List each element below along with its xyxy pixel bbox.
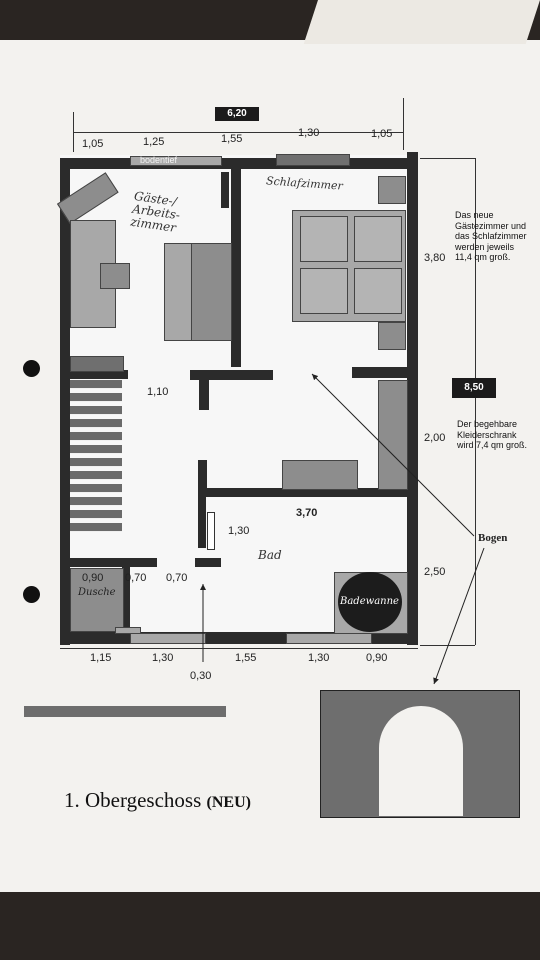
- second-paper-corner: [303, 0, 540, 44]
- arch-detail-wall: [320, 690, 520, 818]
- dim-bad-depth: 1,30: [228, 525, 250, 537]
- wall-top: [60, 158, 418, 169]
- window-bodentief: [130, 156, 222, 166]
- dim-hall: 1,10: [147, 386, 169, 398]
- wall-bad-left: [198, 488, 206, 548]
- wall-hall-post: [199, 370, 209, 410]
- bottom-dim-1: 1,15: [90, 652, 112, 664]
- stair-step: [70, 523, 122, 532]
- stair-step: [70, 445, 122, 454]
- nightstand-top: [378, 176, 406, 204]
- top-dim-line: [73, 132, 403, 133]
- title-main: 1. Obergeschoss: [64, 788, 202, 812]
- bad-door: [207, 512, 215, 550]
- stair-step: [70, 497, 122, 506]
- bottom-dim-door: 0,30: [190, 670, 212, 682]
- top-dim-2: 1,25: [143, 136, 165, 148]
- bodentief-label: bodentief: [140, 155, 178, 165]
- right-dim-tick-top: [420, 158, 475, 159]
- dim-door-gap: 0,70: [166, 572, 188, 584]
- room-label-bad: Bad: [258, 548, 282, 562]
- dim-dusche: 0,90: [82, 572, 104, 584]
- wall-hall-mid: [190, 370, 273, 380]
- wall-left: [60, 158, 70, 645]
- grey-bar: [24, 706, 226, 717]
- stair-step: [70, 458, 122, 467]
- bottom-dim-4: 1,30: [308, 652, 330, 664]
- top-dim-3: 1,55: [221, 133, 243, 145]
- wall-schrank-top: [352, 367, 407, 378]
- wall-right: [407, 152, 418, 645]
- wall-bad-post-top: [198, 460, 207, 488]
- right-dim-2: 2,00: [424, 432, 446, 444]
- note-wardrobe-size: Der begehbare Kleiderschrank wird 7,4 qm…: [457, 419, 528, 450]
- bottom-dim-5: 0,90: [366, 652, 388, 664]
- stair-step: [70, 510, 122, 519]
- top-dim-4: 1,30: [298, 127, 320, 139]
- pillow-4: [354, 268, 402, 314]
- overall-depth-label: 8,50: [452, 378, 496, 398]
- window-top-right: [276, 154, 350, 166]
- title-suffix: (NEU): [206, 794, 251, 811]
- wall-gaeste-schlaf: [231, 169, 241, 367]
- stair-step: [70, 419, 122, 428]
- wall-dusche-side: [122, 567, 130, 633]
- pillow-1: [300, 216, 348, 262]
- right-dim-line: [475, 158, 476, 645]
- note-rooms-size: Das neue Gästezimmer und das Schlafzimme…: [455, 210, 527, 262]
- bottom-dim-3: 1,55: [235, 652, 257, 664]
- wardrobe-right: [378, 380, 408, 490]
- stair-step: [70, 432, 122, 441]
- wall-bad-door-stub: [195, 558, 221, 567]
- pillow-3: [354, 216, 402, 262]
- stair-step: [70, 471, 122, 480]
- dim-dusche-gap: 0,70: [125, 572, 147, 584]
- shower: [70, 568, 124, 632]
- top-dim-5: 1,05: [371, 128, 393, 140]
- overall-width-label: 6,20: [215, 107, 259, 121]
- room-label-gaeste: Gäste-/ Arbeits-zimmer: [129, 188, 181, 235]
- bed-gaeste-pillow: [164, 243, 192, 341]
- pillow-2: [300, 268, 348, 314]
- room-label-dusche: Dusche: [78, 587, 116, 598]
- bottom-dim-line: [60, 648, 418, 649]
- wall-stair-top: [70, 370, 128, 379]
- room-label-badewanne: Badewanne: [340, 596, 399, 607]
- stair-step: [70, 406, 122, 415]
- bogen-label: Bogen: [478, 532, 508, 544]
- top-dim-1: 1,05: [82, 138, 104, 150]
- wall-bad-top: [198, 488, 407, 497]
- page-title: 1. Obergeschoss (NEU): [64, 788, 251, 813]
- nightstand-bottom: [378, 322, 406, 350]
- wardrobe-bottom: [282, 460, 358, 490]
- right-dim-3: 2,50: [424, 566, 446, 578]
- stair-step: [70, 380, 122, 389]
- punch-hole-top: [23, 360, 40, 377]
- stool-gaeste: [100, 263, 130, 289]
- right-dim-1: 3,80: [424, 252, 446, 264]
- window-bottom-left: [130, 633, 206, 644]
- wall-stub-gaeste: [221, 172, 229, 208]
- punch-hole-bottom: [23, 586, 40, 603]
- wall-dusche-top: [70, 558, 157, 567]
- window-bottom-right: [286, 633, 372, 644]
- arch-opening: [379, 706, 463, 816]
- stair-landing: [70, 356, 124, 372]
- top-dim-tick-right: [403, 98, 404, 150]
- bottom-dim-2: 1,30: [152, 652, 174, 664]
- stair-step: [70, 393, 122, 402]
- top-dim-tick-left: [73, 112, 74, 152]
- shower-drain: [115, 627, 141, 634]
- bathtub: [338, 572, 402, 632]
- right-dim-tick-bottom: [420, 645, 475, 646]
- stair-step: [70, 484, 122, 493]
- dim-bad-width: 3,70: [296, 507, 318, 519]
